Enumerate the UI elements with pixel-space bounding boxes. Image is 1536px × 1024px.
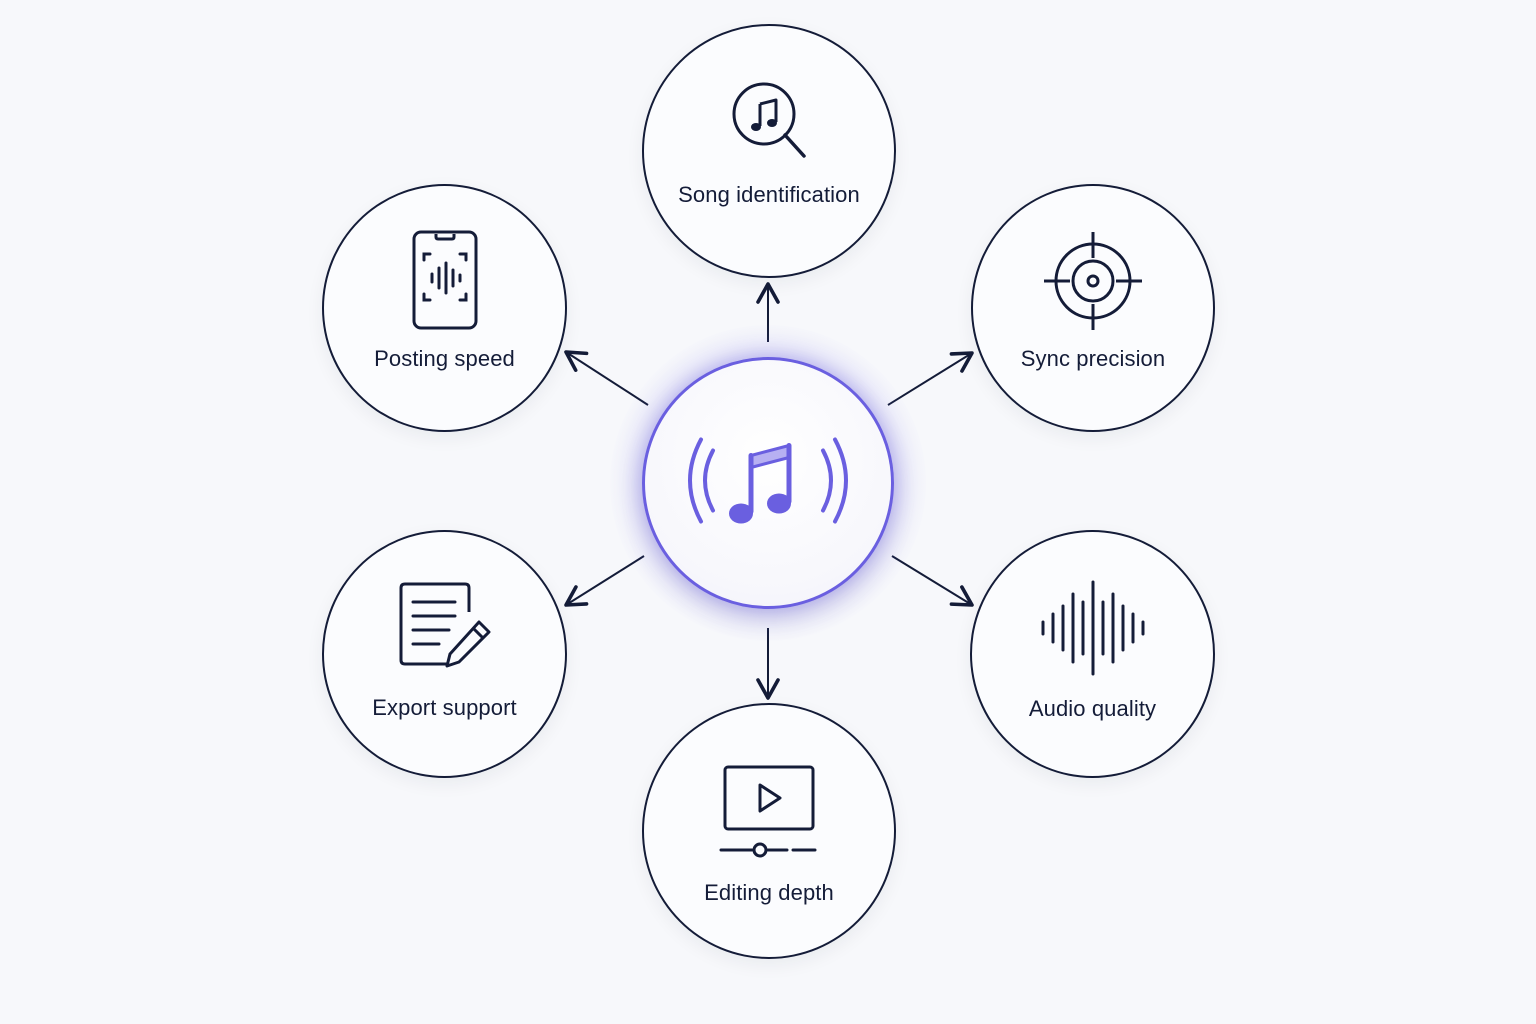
- phone-audio-icon: [410, 230, 480, 335]
- node-label: Sync precision: [1020, 346, 1166, 371]
- node-sync-precision[interactable]: Sync precision: [971, 184, 1215, 432]
- node-audio-quality[interactable]: Audio quality: [970, 530, 1215, 778]
- node-export-support[interactable]: Export support: [322, 530, 567, 778]
- crosshair-target-icon: [1038, 226, 1148, 341]
- node-editing-depth[interactable]: Editing depth: [642, 703, 896, 959]
- music-broadcast-icon: [683, 426, 853, 541]
- node-label: Posting speed: [374, 346, 515, 371]
- node-label: Song identification: [678, 182, 860, 207]
- node-label: Audio quality: [1028, 696, 1157, 721]
- node-label: Editing depth: [704, 880, 834, 905]
- music-search-icon: [724, 74, 814, 169]
- node-song-identification[interactable]: Song identification: [642, 24, 896, 278]
- document-edit-icon: [395, 582, 495, 677]
- soundwave-icon: [1038, 580, 1148, 681]
- node-label: Export support: [372, 695, 517, 720]
- center-hub[interactable]: [642, 357, 894, 609]
- node-posting-speed[interactable]: Posting speed: [322, 184, 567, 432]
- video-timeline-icon: [719, 765, 819, 866]
